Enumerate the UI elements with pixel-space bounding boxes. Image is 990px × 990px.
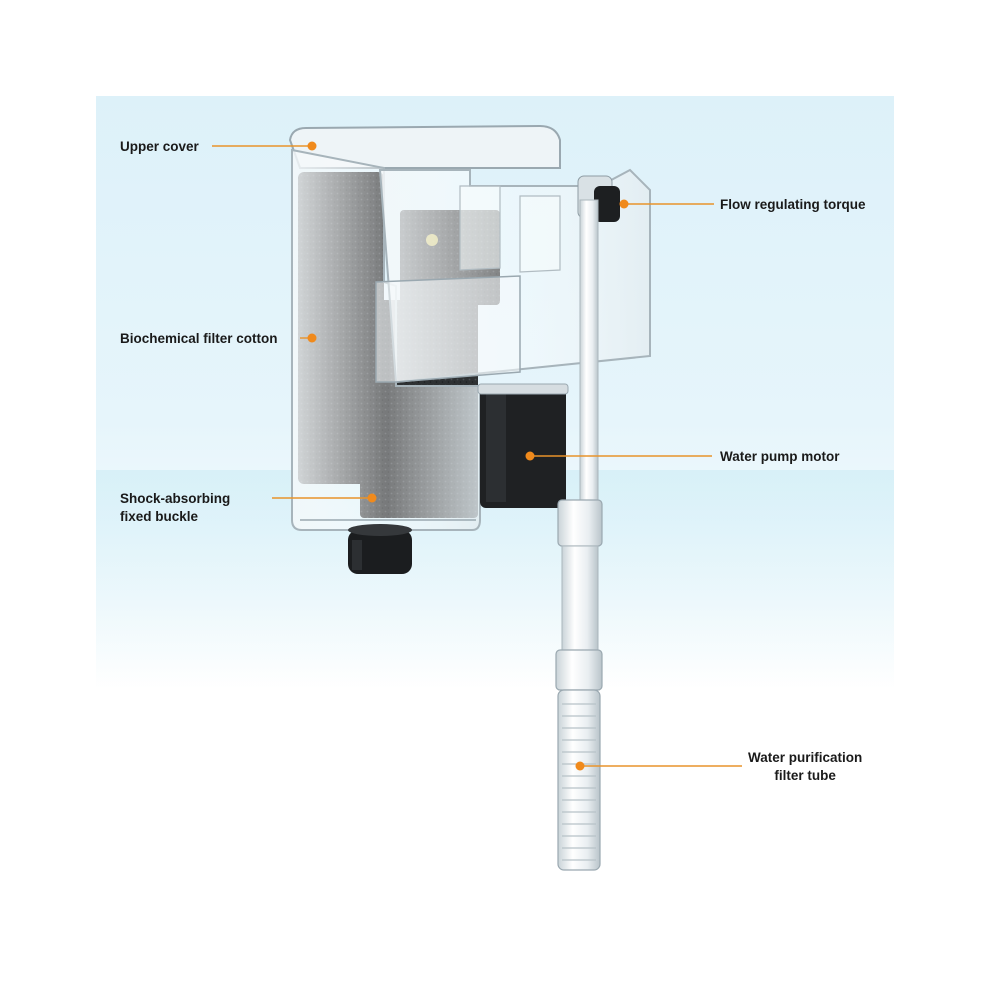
label-shock-absorbing-line2: fixed buckle [120,509,199,524]
strainer [557,689,601,871]
label-shock-absorbing-line1: Shock-absorbing [120,491,231,506]
leader-dots [307,141,629,771]
dot-flow-torque [619,199,629,209]
upper-cover-shape [288,124,561,169]
dot-filter-tube [575,761,585,771]
label-biochemical-filter-cotton: Biochemical filter cotton [120,331,278,346]
intake-tube [555,199,603,871]
dot-upper-cover [307,141,317,151]
bottom-buckle [348,524,412,574]
filter-body [288,124,651,531]
label-upper-cover: Upper cover [120,139,199,154]
label-water-purification-line2: filter tube [774,768,836,783]
label-water-pump-motor: Water pump motor [720,449,840,464]
label-water-purification: Water purification filter tube [748,749,862,785]
pump-motor [477,383,569,508]
dot-pump-motor [525,451,535,461]
leader-lines [212,145,742,767]
dot-shock-absorbing [367,493,377,503]
label-flow-regulating-torque: Flow regulating torque [720,197,866,212]
dot-biochemical [307,333,317,343]
label-water-purification-line1: Water purification [748,750,863,765]
label-shock-absorbing: Shock-absorbing fixed buckle [120,490,230,526]
